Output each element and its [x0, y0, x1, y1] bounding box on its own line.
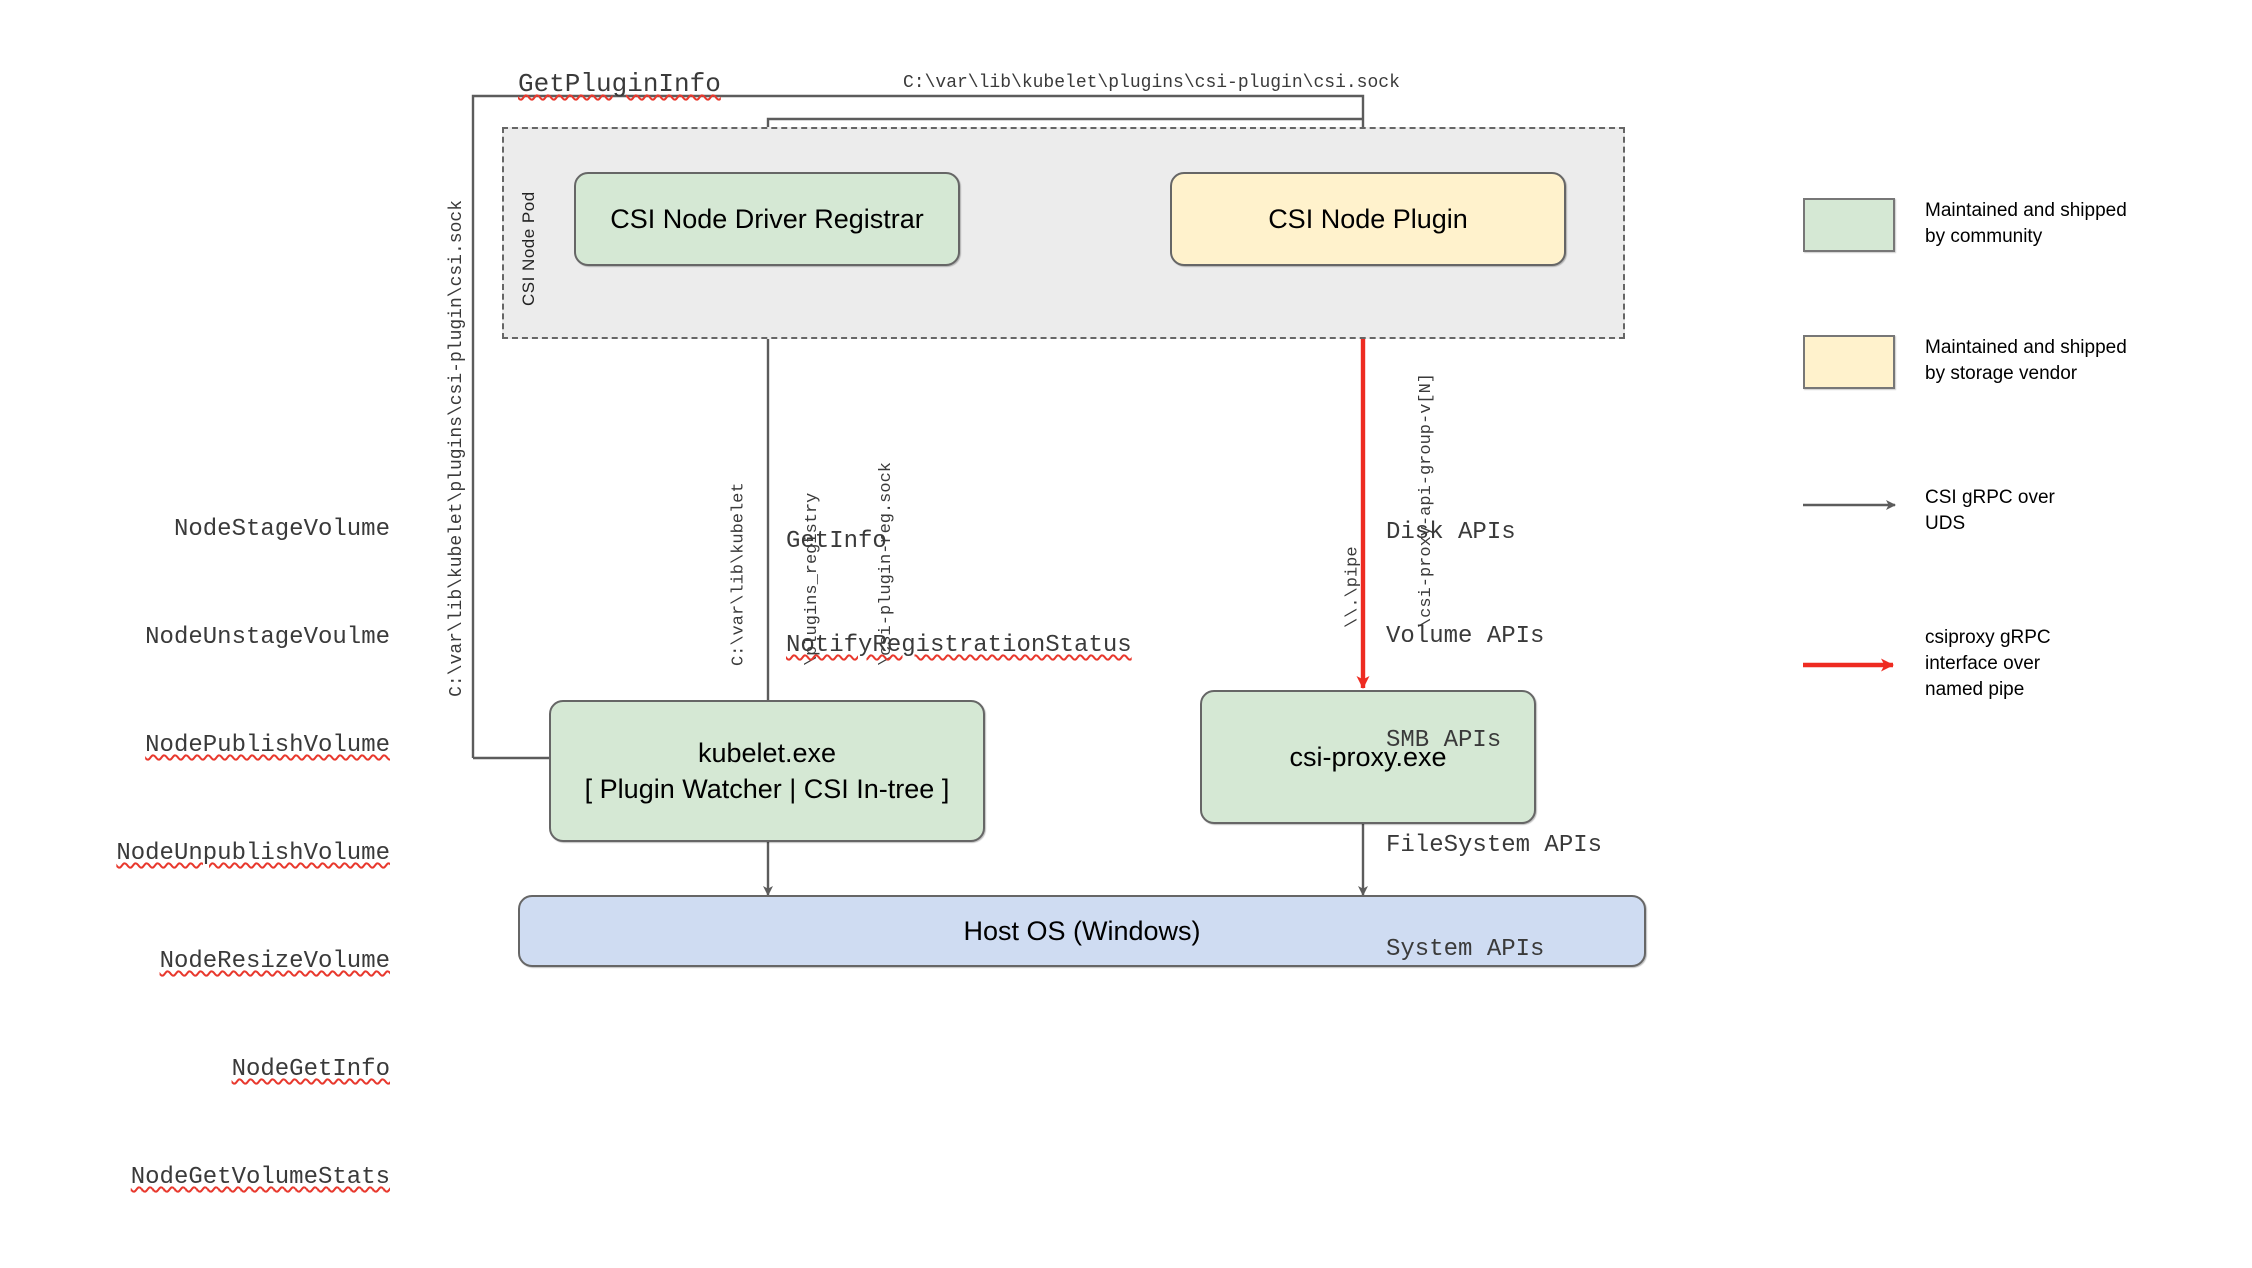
label-plugin-socket-path: C:\var\lib\kubelet\plugins\csi-plugin\cs… — [903, 73, 1400, 93]
node-host-os-label: Host OS (Windows) — [963, 915, 1201, 946]
node-csi-proxy-exe[interactable]: csi-proxy.exe — [1200, 690, 1536, 824]
csi-node-api-item: NodeUnstageVoulme — [145, 624, 390, 651]
node-host-os[interactable]: Host OS (Windows) — [518, 895, 1646, 967]
label-named-pipe-line-1: \\.\pipe — [1343, 546, 1363, 629]
csi-node-api-item: NodeStageVolume — [173, 516, 390, 543]
csi-node-api-item: NodePublishVolume — [145, 732, 390, 759]
node-kubelet-exe-line2: [ Plugin Watcher | CSI In-tree ] — [584, 774, 950, 804]
label-get-plugin-info: GetPluginInfo — [518, 69, 721, 99]
csi-proxy-api-item: Disk APIs — [1386, 518, 1516, 546]
node-kubelet-exe-line1: kubelet.exe — [697, 737, 837, 768]
csi-proxy-api-list: Disk APIs Volume APIs SMB APIs FileSyste… — [1386, 446, 1602, 1038]
csi-node-api-item: NodeGetVolumeStats — [130, 1164, 390, 1191]
csi-proxy-api-item: Volume APIs — [1386, 622, 1545, 650]
node-csi-node-driver-registrar-label: CSI Node Driver Registrar — [610, 203, 924, 234]
label-registration-calls: GetInfo NotifyRegistrationStatus — [786, 455, 1132, 733]
node-kubelet-exe[interactable]: kubelet.exe [ Plugin Watcher | CSI In-tr… — [549, 700, 985, 842]
csi-node-api-item: NodeGetInfo — [231, 1056, 390, 1083]
csi-proxy-api-item: System APIs — [1386, 936, 1545, 964]
csi-node-pod-label: CSI Node Pod — [519, 191, 538, 306]
csi-node-api-item: NodeUnpublishVolume — [116, 840, 390, 867]
csi-node-api-item: NodeResizeVolume — [159, 948, 390, 975]
csi-proxy-api-item: FileSystem APIs — [1386, 831, 1603, 859]
node-csi-node-plugin-label: CSI Node Plugin — [1268, 203, 1468, 234]
node-csi-node-plugin[interactable]: CSI Node Plugin — [1170, 172, 1566, 266]
diagram-canvas: CSI Node Pod CSI Node Driver Registrar C… — [116, 69, 2126, 1191]
node-csi-node-driver-registrar[interactable]: CSI Node Driver Registrar — [574, 172, 960, 266]
label-left-vertical-socket-path: C:\var\lib\kubelet\plugins\csi-plugin\cs… — [447, 200, 467, 697]
label-registry-socket-line-1: C:\var\lib\kubelet — [729, 482, 749, 667]
label-registration-call-notify-registration-status: NotifyRegistrationStatus — [786, 631, 1132, 659]
node-csi-proxy-exe-label: csi-proxy.exe — [1289, 741, 1447, 772]
csi-node-api-list: NodeStageVolume NodeUnstageVoulme NodePu… — [80, 440, 390, 1268]
label-registration-call-get-info: GetInfo — [786, 527, 887, 555]
csi-proxy-api-item: SMB APIs — [1386, 727, 1502, 755]
